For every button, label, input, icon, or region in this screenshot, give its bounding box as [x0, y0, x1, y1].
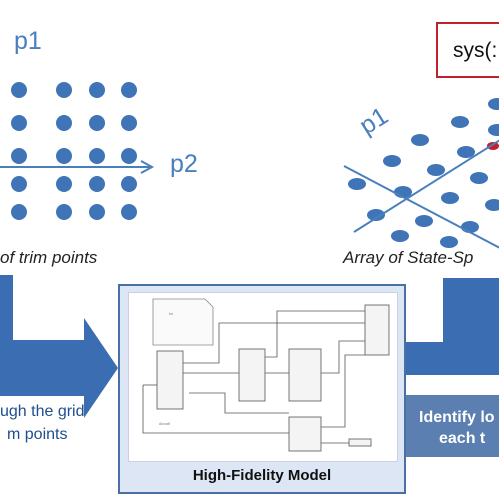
svg-text:Aircraft: Aircraft: [159, 422, 170, 426]
array-dot: [488, 124, 499, 136]
grid-dot: [11, 148, 27, 164]
svg-text:txt: txt: [169, 312, 173, 316]
array-dot: [451, 116, 469, 128]
right-array-caption: Array of State-Sp: [343, 248, 474, 267]
grid-dot: [121, 204, 137, 220]
grid-dot: [56, 115, 72, 131]
left-p2-axis-label: p2: [170, 150, 198, 178]
right-p1-axis: [343, 139, 499, 249]
grid-dot: [56, 176, 72, 192]
array-dot: [440, 236, 458, 248]
grid-dot: [89, 176, 105, 192]
left-p1-axis-label: p1: [14, 27, 42, 55]
left-arrow-text-line2: m points: [7, 426, 68, 443]
grid-dot: [56, 204, 72, 220]
high-fidelity-model-title: High-Fidelity Model: [192, 467, 332, 484]
array-dot: [488, 98, 499, 110]
array-dot: [457, 146, 475, 158]
identify-line2: each t: [439, 430, 486, 447]
model-diagram-thumbnail: txt Aircraft: [128, 292, 398, 462]
grid-dot: [89, 148, 105, 164]
array-dot: [441, 192, 459, 204]
grid-dot: [121, 148, 137, 164]
high-fidelity-model-panel: txt Aircraft High-Fidelity Model: [118, 284, 406, 494]
left-flow-arrow: [0, 275, 118, 418]
array-dot: [367, 209, 385, 221]
grid-dot: [56, 148, 72, 164]
sys-array-text: sys(:: [453, 39, 498, 62]
grid-dot: [11, 176, 27, 192]
left-trim-grid: [11, 82, 137, 220]
grid-dot: [121, 176, 137, 192]
array-dot: [348, 178, 366, 190]
array-dot: [470, 172, 488, 184]
grid-dot: [11, 82, 27, 98]
right-flow-arrow: [406, 278, 499, 375]
right-model-array: [348, 98, 499, 248]
array-dot: [383, 155, 401, 167]
grid-dot: [11, 115, 27, 131]
sys-array-box: sys(:: [436, 22, 499, 78]
grid-dot: [89, 82, 105, 98]
grid-dot: [56, 82, 72, 98]
array-dot: [427, 164, 445, 176]
identify-box: Identify lo each t: [405, 395, 499, 457]
highlighted-model-dot: [487, 142, 499, 150]
array-dot: [391, 230, 409, 242]
identify-line1: Identify lo: [419, 409, 495, 426]
array-dot: [411, 134, 429, 146]
grid-dot: [89, 115, 105, 131]
grid-dot: [121, 115, 137, 131]
model-block-diagram: txt Aircraft: [142, 298, 390, 452]
left-arrow-text-line1: ugh the grid: [0, 403, 85, 420]
grid-dot: [11, 204, 27, 220]
grid-dot: [121, 82, 137, 98]
array-dot: [415, 215, 433, 227]
grid-dot: [89, 204, 105, 220]
array-dot: [485, 199, 499, 211]
left-grid-caption: of trim points: [0, 248, 98, 267]
left-p2-axis: [0, 160, 155, 174]
